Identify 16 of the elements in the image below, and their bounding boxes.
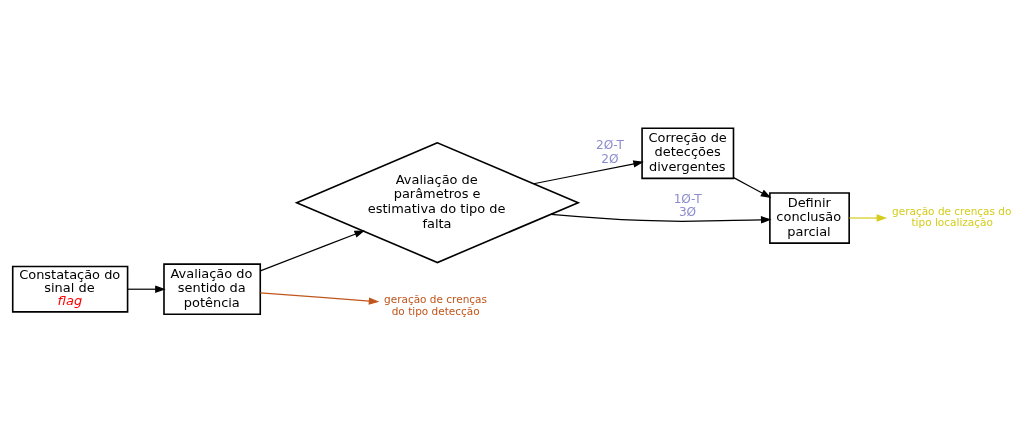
node-box: Definir conclusão parcial <box>769 191 850 244</box>
node-diamond: Avaliação de parâmetros e estimativa do tipo de falta <box>294 141 581 263</box>
node-text: geração de crenças do tipo detecção <box>384 292 487 317</box>
arrow <box>550 213 772 223</box>
arrow <box>127 285 166 293</box>
edge-label: 2Ø-T 2Ø <box>595 137 624 166</box>
node-box: Constatação do sinal de flag <box>11 265 129 313</box>
node-box: Correção de detecções divergentes <box>641 126 735 179</box>
node-box: Avaliação do sentido da potência <box>163 262 262 315</box>
arrow <box>259 291 380 305</box>
arrow <box>848 213 888 222</box>
arrow <box>259 229 365 271</box>
arrow <box>533 159 644 184</box>
node-text: geração de crenças do tipo localização <box>892 204 1012 228</box>
arrow <box>733 176 772 198</box>
edge-label: 1Ø-T 3Ø <box>673 191 702 219</box>
